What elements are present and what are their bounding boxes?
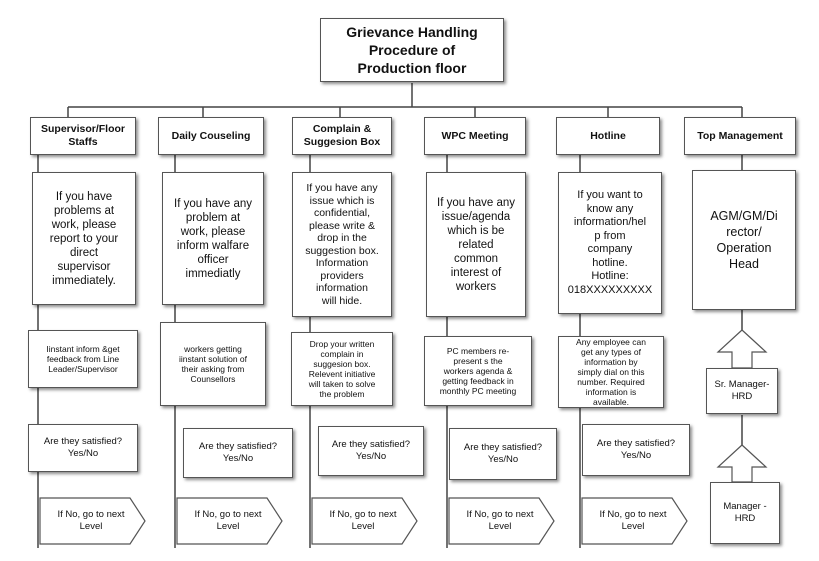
note-daily-counseling: workers getting iinstant solution of the… [160,322,266,406]
header-complain-box-text: Complain & Suggesion Box [303,123,381,148]
satisfied-complain-box-text: Are they satisfied? Yes/No [331,439,411,462]
description-supervisor-text: If you have problems at work, please rep… [49,190,119,287]
header-complain-box: Complain & Suggesion Box [292,117,392,155]
description-complain-box-text: If you have any issue which is confident… [305,182,379,307]
next-level-daily-counseling: If No, go to next Level [181,500,275,542]
description-top-management-text: AGM/GM/Di rector/ Operation Head [710,209,778,271]
manager-hrd-text: Manager - HRD [723,501,767,524]
note-supervisor-text: Iinstant inform &get feedback from Line … [46,344,120,374]
note-complain-box-text: Drop your written complain in suggesion … [308,339,376,399]
description-supervisor: If you have problems at work, please rep… [32,172,136,305]
next-level-wpc-meeting-text: If No, go to next Level [466,509,534,532]
satisfied-supervisor: Are they satisfied? Yes/No [28,424,138,472]
description-top-management: AGM/GM/Di rector/ Operation Head [692,170,796,310]
description-complain-box: If you have any issue which is confident… [292,172,392,317]
header-hotline-text: Hotline [590,129,626,142]
satisfied-wpc-meeting-text: Are they satisfied? Yes/No [463,442,543,465]
description-daily-counseling-text: If you have any problem at work, please … [174,197,252,280]
header-top-management: Top Management [684,117,796,155]
next-level-wpc-meeting: If No, go to next Level [453,500,547,542]
description-hotline: If you want to know any information/hel … [558,172,662,314]
header-wpc-meeting-text: WPC Meeting [441,129,509,142]
note-hotline-text: Any employee can get any types of inform… [576,337,646,407]
sr-manager-hrd: Sr. Manager- HRD [706,368,778,414]
satisfied-supervisor-text: Are they satisfied? Yes/No [43,436,123,459]
satisfied-hotline: Are they satisfied? Yes/No [582,424,690,476]
header-hotline: Hotline [556,117,660,155]
header-daily-counseling-text: Daily Couseling [171,129,251,142]
note-supervisor: Iinstant inform &get feedback from Line … [28,330,138,388]
satisfied-hotline-text: Are they satisfied? Yes/No [596,438,676,461]
satisfied-wpc-meeting: Are they satisfied? Yes/No [449,428,557,480]
note-complain-box: Drop your written complain in suggesion … [291,332,393,406]
note-daily-counseling-text: workers getting iinstant solution of the… [178,344,248,384]
next-level-hotline: If No, go to next Level [586,500,680,542]
diagram-title-text: Grievance Handling Procedure of Producti… [346,24,478,76]
description-wpc-meeting: If you have any issue/agenda which is be… [426,172,526,317]
diagram-title: Grievance Handling Procedure of Producti… [320,18,504,82]
next-level-supervisor: If No, go to next Level [44,500,138,542]
satisfied-complain-box: Are they satisfied? Yes/No [318,426,424,476]
header-supervisor-text: Supervisor/Floor Staffs [40,123,125,148]
next-level-hotline-text: If No, go to next Level [599,509,667,532]
note-wpc-meeting-text: PC members re- present s the workers age… [439,346,517,396]
sr-manager-hrd-text: Sr. Manager- HRD [714,379,770,402]
next-level-supervisor-text: If No, go to next Level [57,509,125,532]
description-hotline-text: If you want to know any information/hel … [567,189,653,296]
note-wpc-meeting: PC members re- present s the workers age… [424,336,532,406]
header-top-management-text: Top Management [697,129,783,142]
header-daily-counseling: Daily Couseling [158,117,264,155]
note-hotline: Any employee can get any types of inform… [558,336,664,408]
next-level-daily-counseling-text: If No, go to next Level [194,509,262,532]
next-level-complain-box: If No, go to next Level [316,500,410,542]
header-wpc-meeting: WPC Meeting [424,117,526,155]
satisfied-daily-counseling-text: Are they satisfied? Yes/No [198,441,278,464]
satisfied-daily-counseling: Are they satisfied? Yes/No [183,428,293,478]
next-level-complain-box-text: If No, go to next Level [329,509,397,532]
manager-hrd: Manager - HRD [710,482,780,544]
header-supervisor: Supervisor/Floor Staffs [30,117,136,155]
description-wpc-meeting-text: If you have any issue/agenda which is be… [437,196,515,293]
description-daily-counseling: If you have any problem at work, please … [162,172,264,305]
